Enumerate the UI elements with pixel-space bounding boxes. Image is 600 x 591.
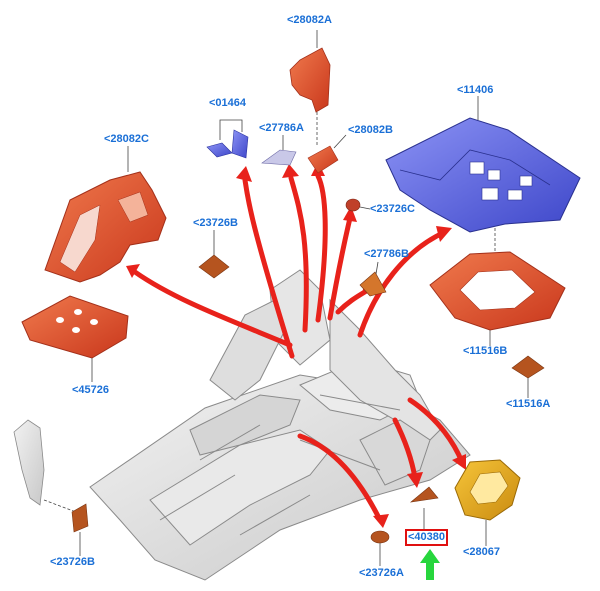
part-28082C-heat-shield[interactable] bbox=[44, 171, 167, 283]
callout-23726B-bottom[interactable]: <23726B bbox=[50, 556, 95, 568]
part-23726C-round-pad[interactable] bbox=[345, 198, 361, 212]
part-28082A-heat-shield[interactable] bbox=[289, 47, 331, 145]
callout-23726B-top[interactable]: <23726B bbox=[193, 217, 238, 229]
callout-28082B[interactable]: <28082B bbox=[348, 124, 393, 136]
callout-11516B[interactable]: <11516B bbox=[463, 345, 508, 357]
callout-11406[interactable]: <11406 bbox=[457, 84, 494, 96]
part-23726B-bottom-pad[interactable] bbox=[71, 503, 89, 533]
callout-28082A[interactable]: <28082A bbox=[287, 14, 332, 26]
callout-28082C[interactable]: <28082C bbox=[104, 133, 149, 145]
callout-23726A[interactable]: <23726A bbox=[359, 567, 404, 579]
part-23726A-round-pad[interactable] bbox=[370, 530, 390, 544]
callout-01464[interactable]: <01464 bbox=[209, 97, 247, 109]
part-28082B-heat-shield[interactable] bbox=[307, 145, 339, 174]
leader-23726C bbox=[359, 206, 371, 210]
callout-23726C[interactable]: <23726C bbox=[370, 203, 415, 215]
leader-01464 bbox=[219, 119, 243, 140]
callout-27786A[interactable]: <27786A bbox=[259, 122, 304, 134]
part-28067-bracket[interactable] bbox=[454, 459, 521, 521]
part-11516A-pad[interactable] bbox=[511, 355, 545, 379]
leader-27786B bbox=[375, 261, 379, 275]
callout-45726[interactable]: <45726 bbox=[72, 384, 110, 396]
part-23726B-top-pad[interactable] bbox=[198, 254, 230, 279]
callout-40380-highlighted[interactable]: <40380 bbox=[404, 529, 449, 546]
part-11516B-frame-insulator[interactable] bbox=[429, 251, 566, 331]
callout-11516A[interactable]: <11516A bbox=[506, 398, 551, 410]
part-left-pillar-reinforcement bbox=[13, 419, 77, 513]
callout-27786B[interactable]: <27786B bbox=[364, 248, 409, 260]
part-11406-battery-tray[interactable] bbox=[385, 117, 581, 233]
part-27786B-pad[interactable] bbox=[359, 271, 387, 297]
part-27786A-pad[interactable] bbox=[261, 149, 297, 166]
callout-28067[interactable]: <28067 bbox=[463, 546, 501, 558]
part-01464-clips[interactable] bbox=[206, 129, 249, 159]
part-40380-pad[interactable] bbox=[409, 486, 439, 503]
part-45726-floor-plate[interactable] bbox=[21, 295, 129, 359]
leader-28082B bbox=[333, 134, 347, 149]
callout-arrows bbox=[132, 173, 465, 523]
green-pointer-arrow-icon bbox=[420, 549, 440, 580]
